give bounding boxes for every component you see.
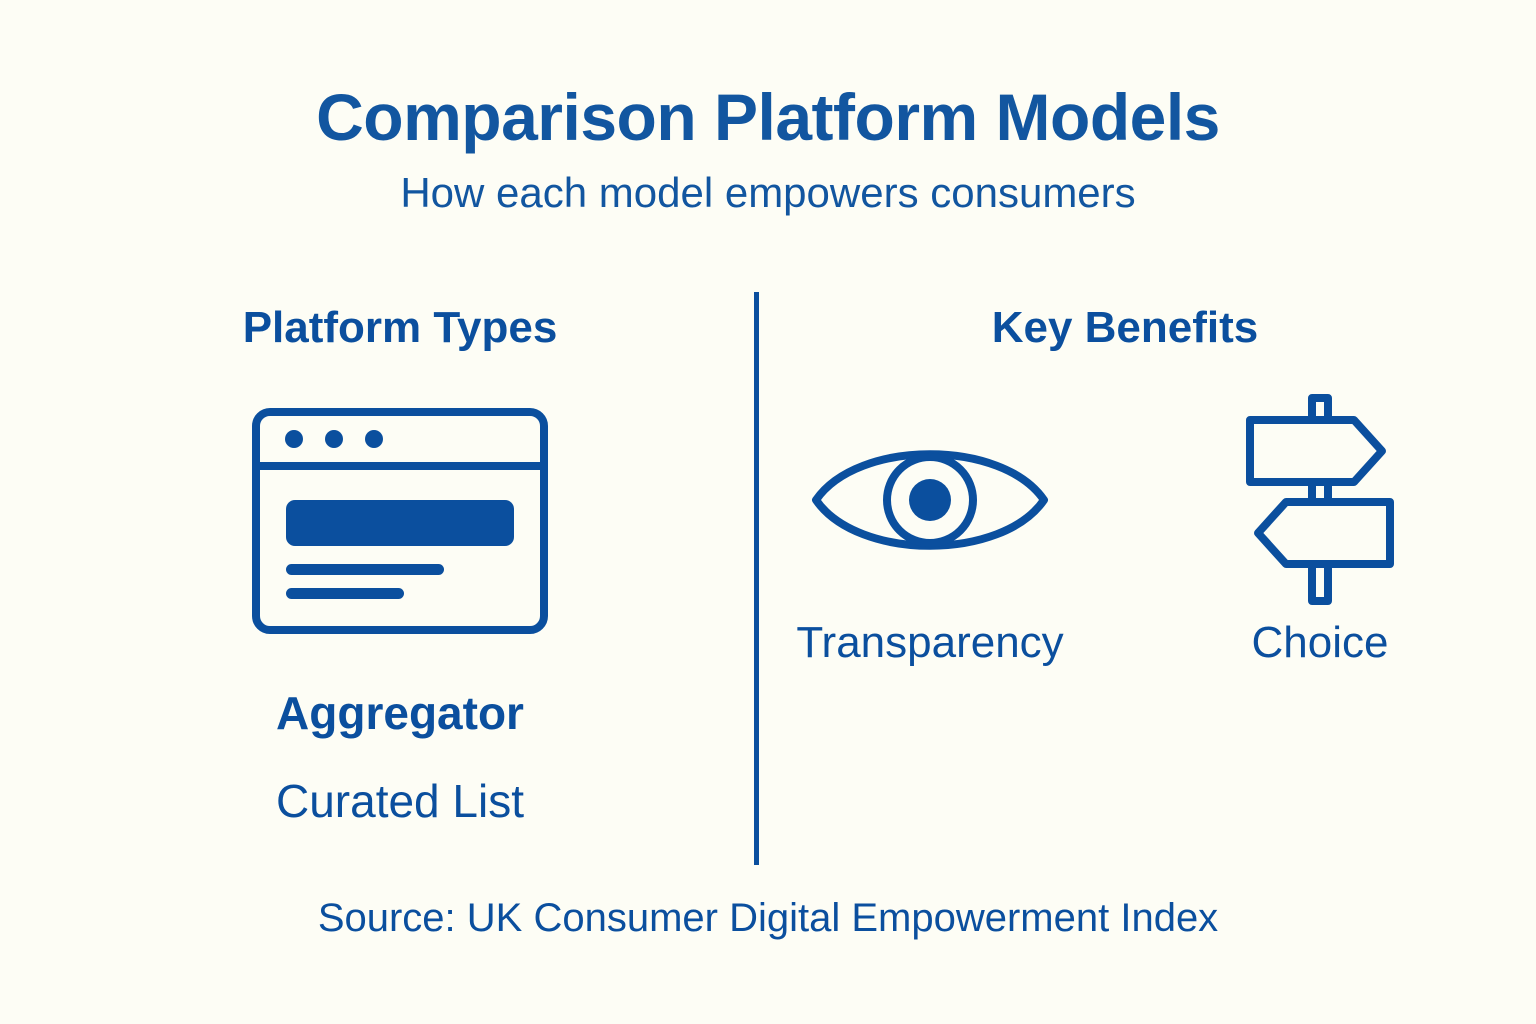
signpost-icon-wrap (1236, 392, 1404, 607)
source-text: Source: UK Consumer Digital Empowerment … (317, 896, 1219, 940)
platform-type-item-curated-list: Curated List (275, 775, 524, 827)
benefits-row: Transparency (775, 392, 1475, 665)
eye-icon (812, 449, 1048, 550)
eye-icon-wrap (808, 392, 1052, 607)
benefit-label-transparency: Transparency (796, 618, 1064, 667)
platform-types-column: Platform Types (60, 290, 740, 825)
benefit-transparency: Transparency (780, 392, 1080, 665)
footer: Source: UK Consumer Digital Empowerment … (0, 898, 1536, 938)
benefit-label-choice: Choice (1251, 618, 1389, 667)
page-title: Comparison Platform Models (316, 80, 1220, 154)
header: Comparison Platform Models How each mode… (0, 0, 1536, 214)
benefit-choice: Choice (1170, 392, 1470, 665)
page-subtitle: How each model empowers consumers (400, 169, 1136, 216)
platform-type-list: Aggregator Curated List (60, 690, 740, 824)
browser-window-icon-wrap (60, 408, 740, 634)
browser-window-icon (252, 408, 548, 634)
signpost-icon (1246, 394, 1394, 605)
platform-types-heading: Platform Types (242, 303, 558, 352)
key-benefits-column: Key Benefits Transparency (775, 290, 1475, 665)
key-benefits-heading: Key Benefits (991, 303, 1259, 352)
platform-type-item-aggregator: Aggregator (276, 687, 524, 739)
columns-container: Platform Types (0, 290, 1536, 890)
column-divider (754, 292, 759, 865)
